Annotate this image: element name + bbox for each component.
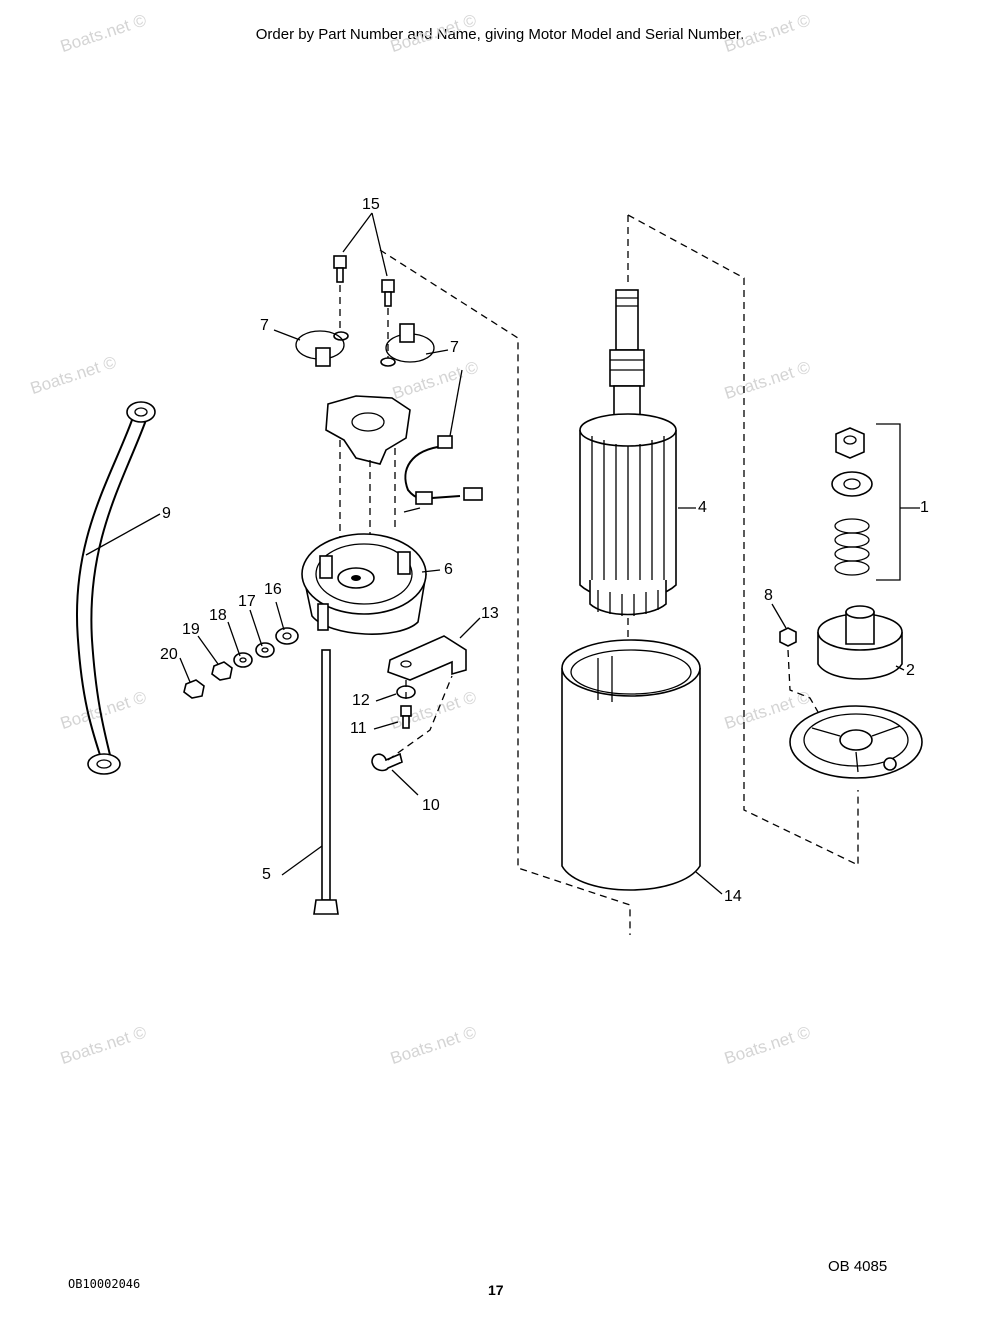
callout-14: 14 bbox=[724, 888, 742, 905]
callout-10: 10 bbox=[422, 797, 440, 814]
callout-20: 20 bbox=[160, 646, 178, 663]
callout-13: 12 bbox=[352, 692, 370, 709]
drive-kit-drawing bbox=[779, 423, 923, 779]
callout-7: 7 bbox=[450, 339, 459, 356]
battery-cable-drawing bbox=[76, 401, 156, 775]
end-cap-drawing bbox=[301, 533, 427, 635]
callout-7: 7 bbox=[260, 317, 269, 334]
brush-springs-drawing bbox=[295, 323, 435, 367]
armature-drawing bbox=[579, 289, 677, 650]
callout-5: 5 bbox=[262, 866, 271, 883]
callout-6: 6 bbox=[444, 561, 453, 578]
callout-12: 11 bbox=[350, 720, 367, 737]
callout-19: 19 bbox=[182, 621, 200, 638]
field-frame-drawing bbox=[561, 639, 701, 891]
page-header: Order by Part Number and Name, giving Mo… bbox=[255, 26, 745, 43]
callout-4: 4 bbox=[698, 499, 707, 516]
callout-15: 15 bbox=[362, 196, 380, 213]
callout-2: 2 bbox=[906, 662, 915, 679]
callout-9: 9 bbox=[162, 505, 171, 522]
through-bolt-drawing bbox=[313, 649, 339, 915]
page-number: 17 bbox=[488, 1282, 504, 1298]
callout-18: 18 bbox=[209, 607, 227, 624]
bracket-drawing bbox=[371, 635, 467, 772]
leader-lines bbox=[85, 212, 920, 895]
screws-drawing bbox=[333, 255, 396, 367]
brush-holder-drawing bbox=[325, 395, 483, 570]
washers-nut-drawing bbox=[183, 627, 299, 699]
document-id: OB10002046 bbox=[68, 1277, 141, 1291]
callout-16: 16 bbox=[264, 581, 282, 598]
callout-1: 1 bbox=[920, 499, 929, 516]
callout-17: 17 bbox=[238, 593, 256, 610]
reference-code: OB 4085 bbox=[828, 1258, 888, 1275]
callout-11: 13 bbox=[481, 605, 499, 622]
callout-8: 8 bbox=[764, 587, 773, 604]
assembly-outline bbox=[379, 214, 859, 935]
